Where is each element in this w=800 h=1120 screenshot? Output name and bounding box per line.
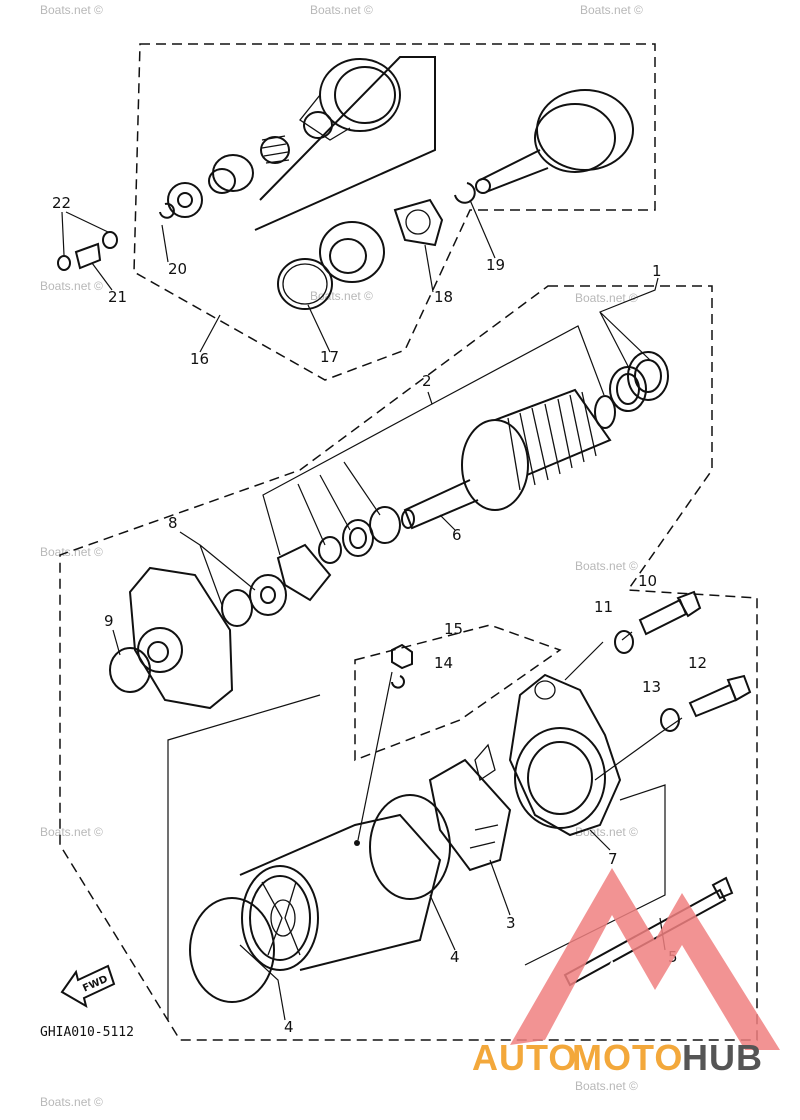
watermark: Boats.net ©	[40, 3, 103, 17]
label-part-4: 4	[450, 948, 460, 966]
watermark: Boats.net ©	[40, 545, 103, 559]
watermark: Boats.net ©	[40, 279, 103, 293]
watermark: Boats.net ©	[580, 3, 643, 17]
label-part-14: 14	[434, 654, 453, 672]
logo-text-auto: AUTO	[472, 1037, 577, 1078]
watermark: Boats.net ©	[575, 1079, 638, 1093]
yoke-housing	[189, 794, 451, 1003]
label-part-19: 19	[486, 256, 505, 274]
group-16-boundary	[133, 43, 656, 381]
watermark: Boats.net ©	[40, 1095, 103, 1109]
armature-washers	[221, 351, 669, 627]
watermark-layer: Boats.net © Boats.net © Boats.net © Boat…	[40, 3, 643, 1109]
front-cover	[109, 566, 234, 710]
rear-cover	[508, 673, 622, 837]
inner-gear-set	[254, 56, 444, 310]
spring-washer-set	[57, 211, 118, 291]
label-part-3: 3	[506, 914, 516, 932]
label-part-12: 12	[688, 654, 707, 672]
brush-holder	[428, 743, 512, 872]
label-part-16: 16	[190, 350, 209, 368]
part-number-labels: 1 2 3 4 4 5 6 7 8 9 10 11 12 13 14 15 16…	[52, 194, 707, 1036]
label-part-6: 6	[452, 526, 462, 544]
label-part-2: 2	[422, 372, 432, 390]
label-part-1: 1	[652, 262, 662, 280]
logo-triangle-icon	[510, 868, 780, 1050]
nut-and-washer	[391, 643, 413, 689]
logo-text-hub: HUB	[682, 1037, 763, 1078]
fwd-arrow: FWD	[60, 964, 116, 1009]
watermark: Boats.net ©	[310, 289, 373, 303]
label-part-10: 10	[638, 572, 657, 590]
label-part-20: 20	[168, 260, 187, 278]
diagram-code: GHIA010-5112	[40, 1025, 134, 1040]
watermark: Boats.net ©	[40, 825, 103, 839]
group-14-15-boundary	[354, 624, 562, 762]
label-part-22: 22	[52, 194, 71, 212]
label-part-4: 4	[284, 1018, 294, 1036]
watermark: Boats.net ©	[575, 559, 638, 573]
watermark: Boats.net ©	[575, 291, 638, 305]
label-part-17: 17	[320, 348, 339, 366]
label-part-11: 11	[594, 598, 613, 616]
armature	[401, 388, 616, 530]
label-part-13: 13	[642, 678, 661, 696]
watermark: Boats.net ©	[575, 825, 638, 839]
logo-triangle-cutout-icon	[585, 960, 640, 1010]
logo-text-moto: MOTO	[572, 1037, 683, 1078]
label-part-9: 9	[104, 612, 114, 630]
drive-pinion-assembly	[159, 58, 401, 219]
label-part-7: 7	[608, 850, 618, 868]
clutch-shaft-assembly	[454, 89, 634, 204]
watermark: Boats.net ©	[310, 3, 373, 17]
label-part-18: 18	[434, 288, 453, 306]
automotohub-logo: AUTO MOTO HUB	[472, 868, 780, 1078]
label-part-15: 15	[444, 620, 463, 638]
label-part-21: 21	[108, 288, 127, 306]
label-part-8: 8	[168, 514, 178, 532]
